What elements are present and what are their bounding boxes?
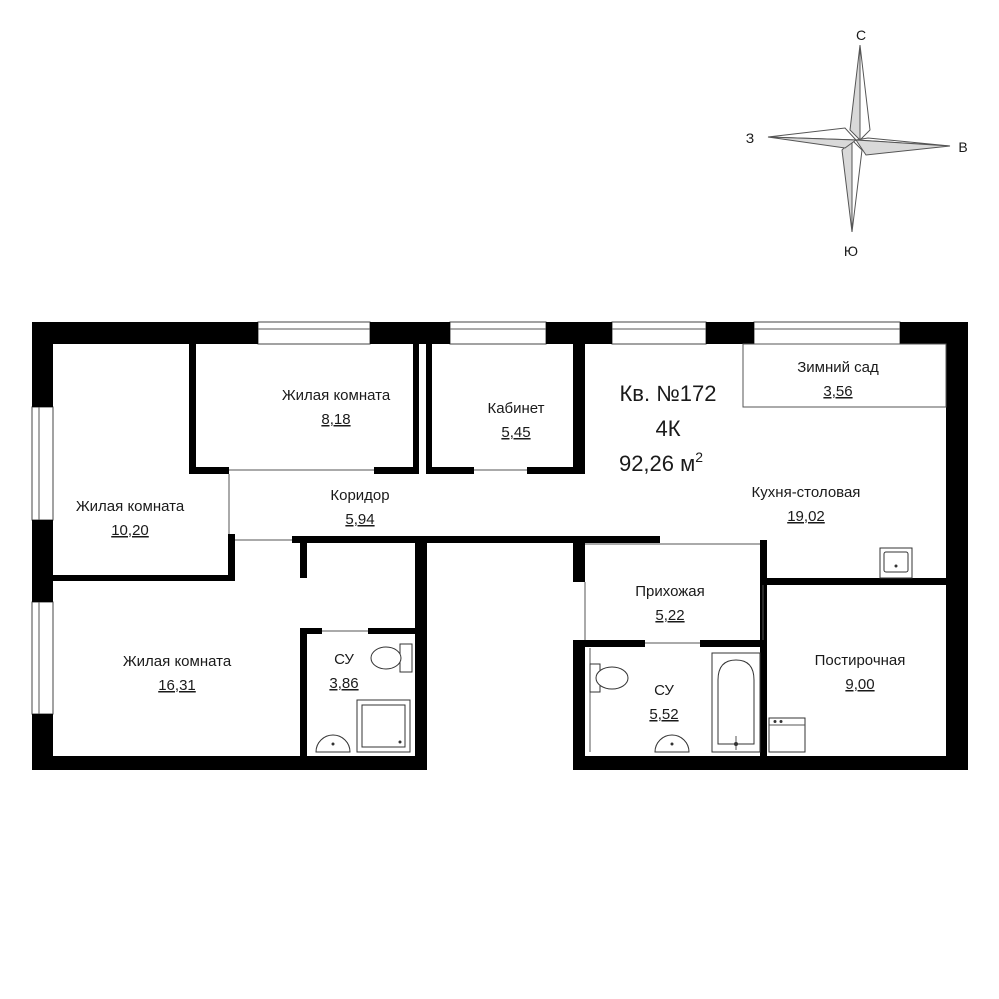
room-corridor: Коридор 5,94 (330, 487, 389, 528)
room-area: 3,86 (329, 675, 358, 692)
room-living-10-20: Жилая комната 10,20 (76, 498, 185, 539)
window-top-1 (257, 321, 371, 345)
window-top-2 (449, 321, 547, 345)
room-name: Жилая комната (76, 498, 185, 515)
room-name: СУ (334, 651, 354, 668)
walls (32, 322, 968, 770)
window-left-1 (31, 406, 54, 521)
washing-machine-icon (768, 717, 806, 753)
winter-garden-outline (742, 343, 947, 408)
room-living-16-31: Жилая комната 16,31 (123, 653, 232, 694)
compass-east-label: В (958, 139, 967, 155)
room-bathroom-3-86: СУ 3,86 (329, 651, 358, 692)
room-living-8-18: Жилая комната 8,18 (282, 387, 391, 428)
room-name: Жилая комната (123, 653, 232, 670)
compass-star-icon (767, 44, 951, 233)
room-area: 19,02 (787, 508, 825, 525)
room-area: 9,00 (845, 676, 874, 693)
room-laundry: Постирочная 9,00 (815, 652, 906, 693)
room-area: 8,18 (321, 411, 350, 428)
room-name: Кабинет (487, 400, 544, 417)
room-kitchen-dining: Кухня-столовая 19,02 (752, 484, 861, 525)
toilet-icon (370, 643, 413, 673)
room-area: 16,31 (158, 677, 196, 694)
room-winter-garden: Зимний сад 3,56 (797, 359, 879, 400)
room-area: 10,20 (111, 522, 149, 539)
room-area: 3,56 (823, 383, 852, 400)
apartment-summary: Кв. №172 4К 92,26 м2 (619, 381, 717, 476)
compass-north-label: С (856, 27, 866, 43)
room-name: Прихожая (635, 583, 705, 600)
compass-west-label: З (746, 130, 754, 146)
apartment-area-unit-power: 2 (695, 449, 703, 465)
apartment-number: Кв. №172 (619, 381, 716, 406)
fixtures (315, 547, 913, 753)
window-top-4 (753, 321, 901, 345)
window-top-3 (611, 321, 707, 345)
room-labels: Жилая комната 8,18 Кабинет 5,45 Зимний с… (76, 359, 906, 723)
room-area: 5,22 (655, 607, 684, 624)
room-name: Зимний сад (797, 359, 879, 376)
room-name: Коридор (330, 487, 389, 504)
apartment-area: 92,26 м2 (619, 449, 703, 476)
apartment-type: 4К (655, 416, 680, 441)
room-bathroom-5-52: СУ 5,52 (649, 682, 678, 723)
room-name: Кухня-столовая (752, 484, 861, 501)
room-hallway: Прихожая 5,22 (635, 583, 705, 624)
room-area: 5,52 (649, 706, 678, 723)
room-study: Кабинет 5,45 (487, 400, 544, 441)
toilet-icon (589, 663, 629, 693)
room-area: 5,45 (501, 424, 530, 441)
compass-rose: С Ю З В (746, 27, 968, 259)
bathtub-icon (711, 652, 761, 753)
room-name: СУ (654, 682, 674, 699)
washbasin-icon (315, 734, 351, 753)
kitchen-sink-icon (879, 547, 913, 579)
room-name: Жилая комната (282, 387, 391, 404)
window-left-2 (31, 601, 54, 715)
room-name: Постирочная (815, 652, 906, 669)
washbasin-icon (654, 734, 690, 753)
room-area: 5,94 (345, 511, 374, 528)
compass-south-label: Ю (844, 243, 858, 259)
shower-icon (356, 699, 411, 753)
apartment-area-value: 92,26 м (619, 451, 695, 476)
